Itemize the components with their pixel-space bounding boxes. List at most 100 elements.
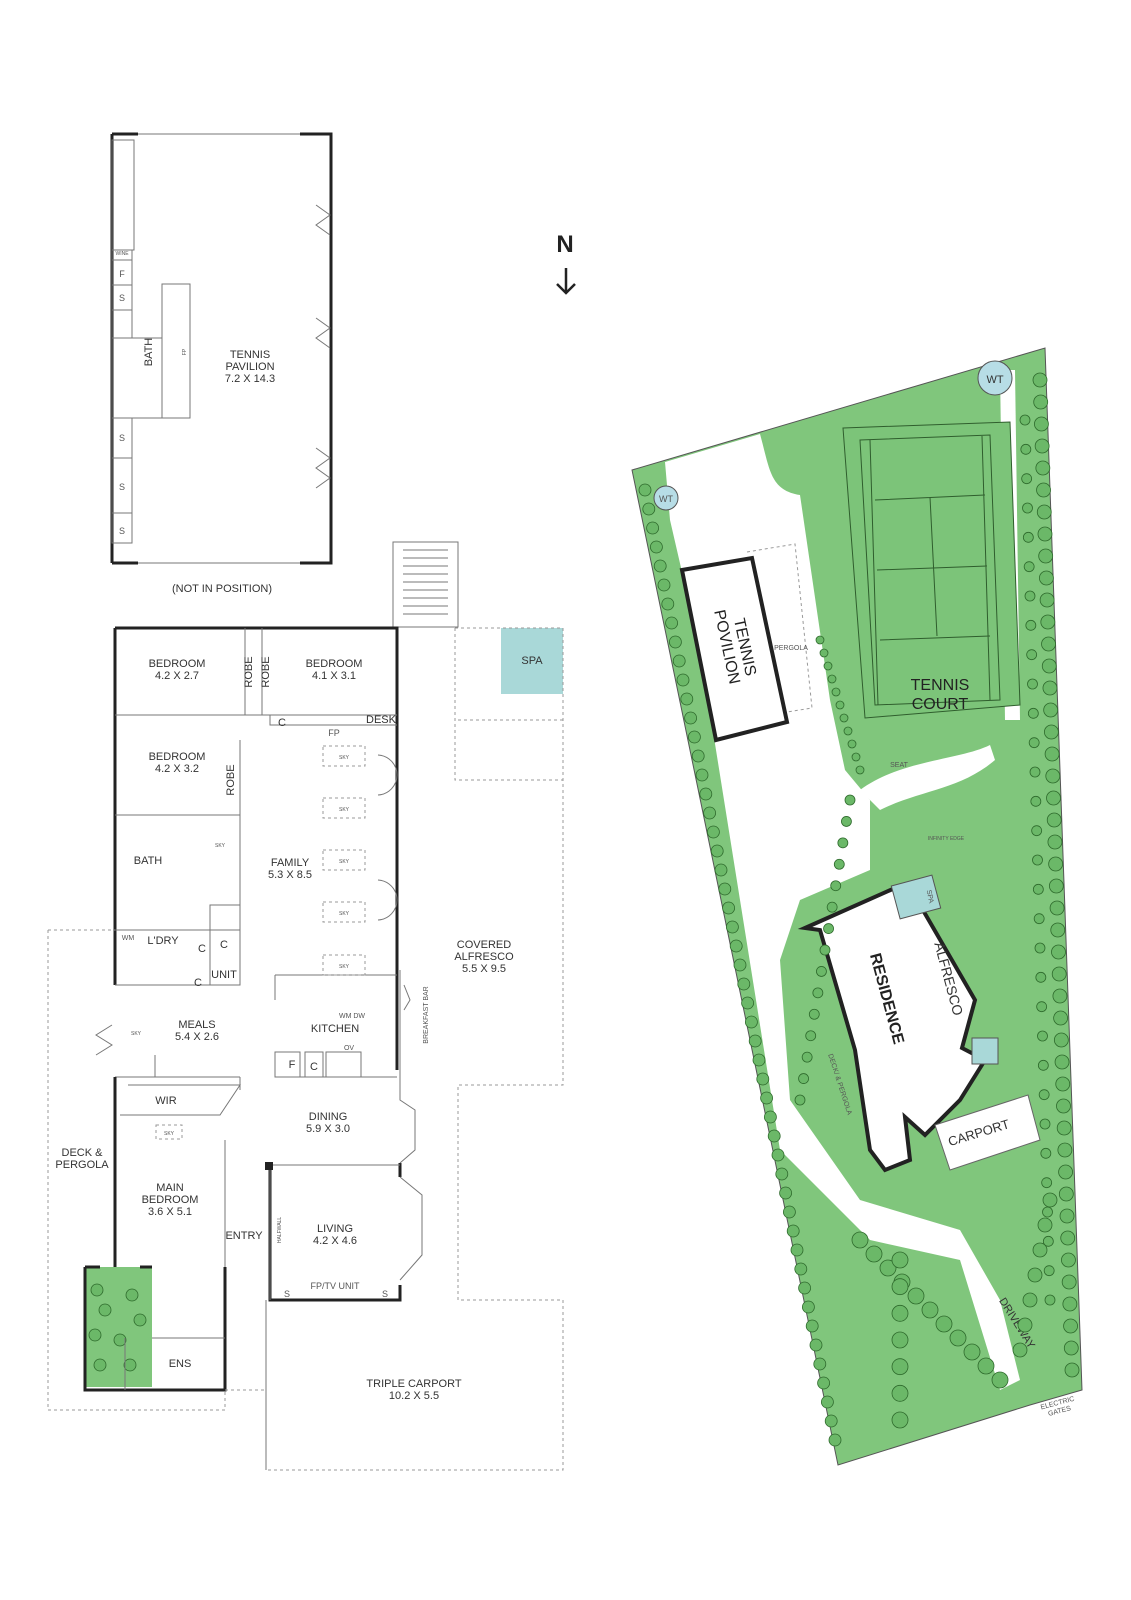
sky-label: SKY [339, 964, 350, 970]
tree-icon [737, 977, 751, 991]
sky-label: SKY [339, 911, 350, 917]
oven-label: OV [344, 1045, 354, 1052]
tree-icon [1051, 966, 1067, 982]
storage-label: S [119, 293, 125, 303]
tree-icon [1019, 414, 1031, 426]
tree-icon [805, 1030, 817, 1042]
wm-dw-label: WM DW [339, 1013, 365, 1020]
tree-icon [1037, 1030, 1048, 1042]
tree-icon [1052, 988, 1068, 1004]
tree-icon [1039, 1118, 1051, 1130]
tree-icon [665, 616, 678, 630]
tree-icon [691, 749, 705, 763]
room-size: 5.9 X 3.0 [306, 1123, 350, 1135]
tree-icon [748, 1034, 762, 1048]
tree-icon [1048, 856, 1064, 872]
tree-icon [1034, 438, 1050, 454]
tree-icon [1025, 619, 1037, 631]
tree-icon [798, 1281, 811, 1295]
tree-icon [1045, 768, 1061, 784]
room-size: 5.4 X 2.6 [175, 1031, 219, 1043]
tree-icon [813, 1357, 827, 1371]
tree-icon [642, 502, 656, 516]
tree-icon [760, 1091, 773, 1105]
tree-icon [1038, 1089, 1050, 1101]
tree-icon [817, 1376, 830, 1390]
tree-icon [1047, 834, 1063, 850]
tree-icon [1030, 795, 1042, 807]
tree-icon [672, 654, 686, 668]
tree-icon [676, 673, 690, 687]
tree-icon [1059, 1208, 1075, 1224]
tree-icon [1054, 1054, 1070, 1070]
sky-label: SKY [339, 755, 350, 761]
spa-label: SPA [925, 889, 935, 904]
tree-icon [1042, 1235, 1054, 1247]
tree-icon [707, 825, 720, 839]
tree-icon [741, 996, 754, 1010]
cupboard-label: C [278, 717, 286, 729]
tree-icon [1046, 790, 1061, 806]
tree-icon [1061, 1252, 1076, 1268]
tree-icon [790, 1243, 804, 1257]
tree-icon [756, 1072, 770, 1086]
tree-icon [1040, 614, 1056, 630]
tree-icon [710, 844, 724, 858]
tree-icon [1029, 766, 1041, 778]
tree-icon [1032, 1242, 1048, 1258]
tennis-court-label: TENNIS [911, 677, 970, 694]
tree-icon [1035, 971, 1047, 983]
tree-icon [824, 1414, 838, 1428]
room-size: 4.2 X 2.7 [155, 670, 199, 682]
tree-icon [828, 1433, 842, 1447]
tree-icon [835, 700, 845, 710]
tree-icon [1043, 702, 1059, 718]
site-plan: TENNIS COURT TENNIS POVILION PERGOLA WT … [631, 347, 1083, 1466]
bath-label: BATH [143, 338, 155, 367]
tree-icon [1062, 1296, 1078, 1312]
tree-icon [1050, 922, 1066, 938]
tree-icon [821, 1395, 834, 1409]
tree-icon [1017, 1317, 1033, 1333]
tree-icon [891, 1278, 909, 1296]
tree-icon [801, 1051, 813, 1063]
tree-icon [1040, 1147, 1052, 1159]
ensuite-label: ENS [169, 1358, 192, 1370]
tree-icon [844, 794, 856, 806]
wine-label: WINE [115, 251, 129, 257]
cupboard-label: C [310, 1061, 318, 1073]
tree-icon [638, 483, 652, 497]
tree-icon [991, 1371, 1009, 1389]
tree-icon [1036, 482, 1051, 498]
robe-label: ROBE [225, 764, 237, 795]
tree-icon [1043, 724, 1059, 740]
tree-icon [764, 1110, 777, 1124]
tree-icon [1027, 707, 1039, 719]
tree-icon [1063, 1318, 1078, 1334]
tree-icon [812, 987, 824, 999]
tree-icon [1042, 680, 1058, 696]
tree-icon [921, 1301, 939, 1319]
tree-icon [907, 1287, 925, 1305]
north-letter: N [556, 231, 573, 258]
tree-icon [827, 674, 837, 684]
not-in-position-note: (NOT IN POSITION) [172, 583, 272, 595]
tree-icon [646, 521, 659, 535]
tree-icon [1049, 900, 1065, 916]
tree-icon [1033, 394, 1049, 410]
tree-icon [802, 1300, 815, 1314]
tree-icon [1032, 883, 1044, 895]
residence-building: SPA RESIDENCE ALFRESCO DECK/ & PERGOLA [797, 874, 999, 1173]
tree-icon [851, 752, 861, 762]
tree-icon [1044, 746, 1060, 762]
tree-icon [1042, 1192, 1058, 1208]
tree-icon [703, 806, 716, 820]
tree-icon [819, 648, 829, 658]
tree-icon [841, 816, 852, 827]
tree-icon [837, 837, 849, 849]
tree-icon [1043, 1265, 1055, 1277]
tree-icon [695, 768, 709, 782]
tree-icon [798, 1073, 809, 1084]
tree-icon [657, 578, 671, 592]
seat-label: SEAT [890, 762, 908, 769]
